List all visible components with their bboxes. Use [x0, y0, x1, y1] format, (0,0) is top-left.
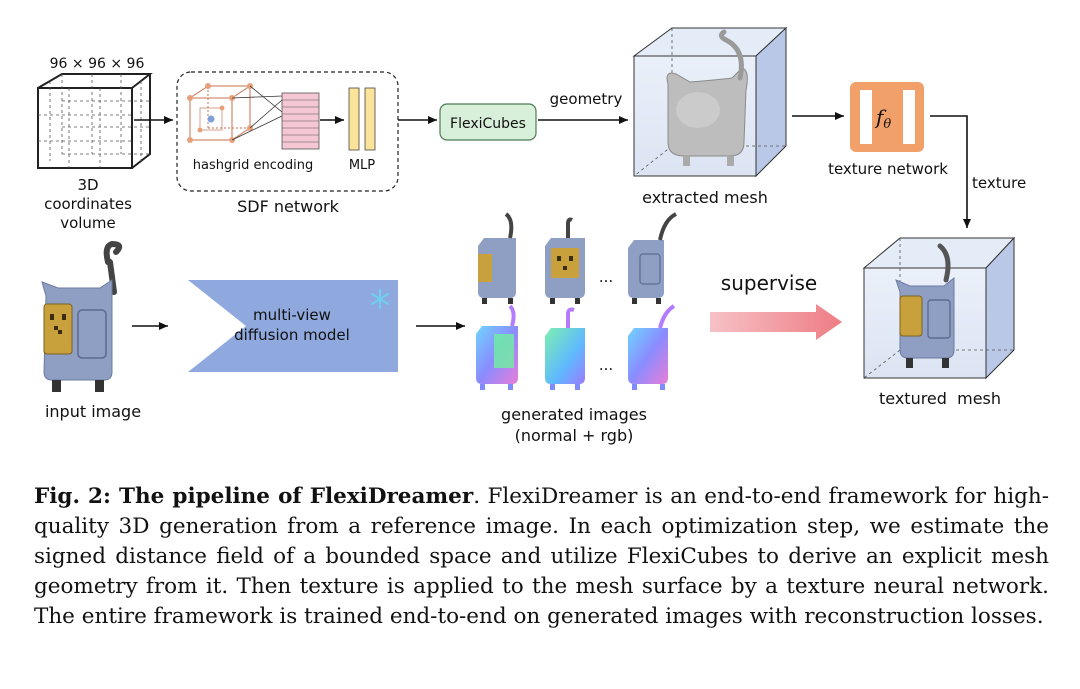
extracted-mesh: extracted mesh: [632, 26, 788, 207]
hashgrid-label: hashgrid encoding: [193, 158, 314, 173]
rgb-view-3: [628, 212, 678, 304]
caption-text: . FlexiDreamer is an end-to-end framewor…: [34, 484, 1049, 629]
coordinates-volume: 96 × 96 × 96 3D coordinates volume: [37, 56, 153, 232]
input-robot: [41, 240, 123, 392]
sdf-network-label: SDF network: [237, 197, 339, 216]
supervise-label: supervise: [721, 271, 817, 295]
textured-mesh-label: textured mesh: [879, 389, 1001, 408]
sdf-network-box: [176, 71, 399, 192]
generated-label-line1: generated images: [501, 405, 647, 424]
caption-label: Fig. 2: The pipeline of FlexiDreamer: [34, 484, 474, 509]
texture-network-label: texture network: [828, 160, 948, 178]
textured-mesh: textured mesh: [862, 236, 1016, 408]
normal-view-1: [476, 304, 518, 390]
input-image-label: input image: [45, 402, 141, 421]
normal-ellipsis: ...: [599, 356, 613, 374]
diffusion-model: multi-view diffusion model: [188, 280, 398, 372]
textured-robot: [895, 243, 955, 368]
mlp-label: MLP: [349, 158, 375, 173]
flexicubes-block: FlexiCubes: [439, 103, 537, 141]
texture-label: texture: [972, 174, 1026, 192]
encoding-vector: [281, 92, 320, 150]
flexicubes-label: FlexiCubes: [450, 116, 526, 132]
coords-label-line1: 3D: [77, 176, 98, 194]
diffusion-label-line2: diffusion model: [234, 326, 350, 344]
figure-caption: Fig. 2: The pipeline of FlexiDreamer. Fl…: [34, 482, 1049, 632]
gray-robot-mesh: [666, 29, 748, 166]
mlp-block: [348, 87, 376, 151]
rgb-ellipsis: ...: [599, 268, 613, 286]
normal-view-2: [545, 307, 585, 390]
extracted-mesh-label: extracted mesh: [642, 188, 768, 207]
generated-label-line2: (normal + rgb): [515, 426, 634, 445]
diffusion-label-line1: multi-view: [253, 306, 331, 324]
input-image: input image: [41, 240, 141, 421]
rgb-views-row: ...: [478, 212, 678, 304]
generated-images: ... ...: [476, 212, 678, 445]
sdf-network: hashgrid encoding MLP SDF network: [176, 71, 399, 216]
pipeline-diagram: 96 × 96 × 96 3D coordinates volume: [37, 26, 1026, 445]
grid-cube-icon: [37, 73, 153, 169]
hashgrid-cube-icon: [187, 83, 253, 143]
arrow-texture-to-textured-mesh: [930, 115, 971, 228]
geometry-label: geometry: [550, 90, 623, 108]
snowflake-icon: [371, 289, 389, 309]
rgb-view-1: [478, 212, 516, 304]
coords-label-line3: volume: [60, 214, 116, 232]
volume-dims-label: 96 × 96 × 96: [50, 56, 145, 72]
supervise-arrow: supervise: [710, 271, 842, 340]
coords-label-line2: coordinates: [44, 195, 132, 213]
normal-views-row: ...: [476, 304, 676, 390]
texture-network: fθ texture network: [828, 82, 948, 178]
encoding-connections: [231, 85, 283, 141]
rgb-view-2: [545, 217, 585, 304]
normal-view-3: [628, 304, 676, 390]
